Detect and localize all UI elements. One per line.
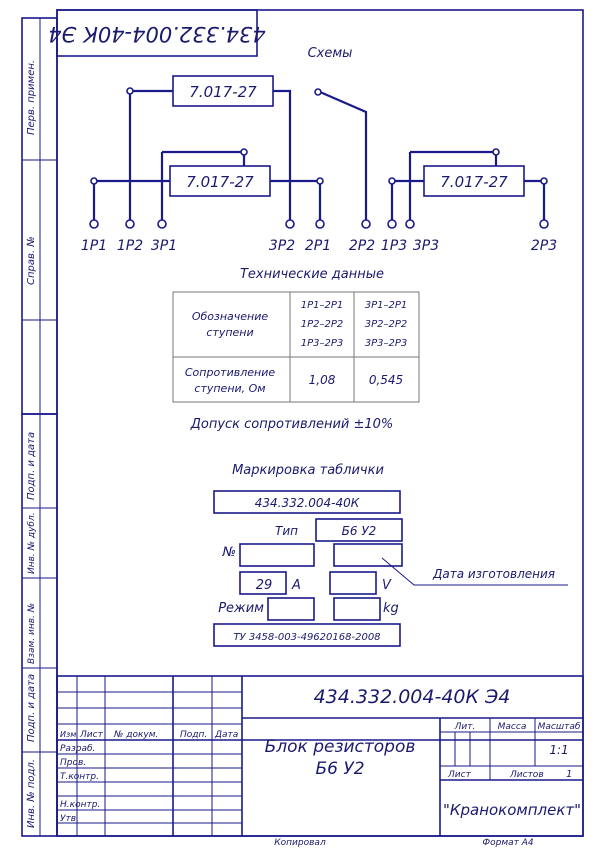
tolerance-note: Допуск сопротивлений ±10% bbox=[190, 417, 394, 432]
terminal-label: 2Р2 bbox=[349, 238, 375, 254]
tech-data: Технические данные Обозначение ступени 1… bbox=[172, 267, 420, 432]
tb-company: "Кранокомплект" bbox=[443, 801, 581, 819]
tech-cell: 1Р1–2Р1 bbox=[301, 300, 344, 311]
plate-type-box bbox=[315, 518, 403, 542]
plate-mode-box bbox=[267, 597, 315, 621]
side-label-sign-date-1: Подп. и дата bbox=[26, 432, 37, 500]
side-label-reference: Справ. № bbox=[26, 236, 37, 285]
terminal-3p3 bbox=[405, 219, 415, 229]
tech-value-1: 1,08 bbox=[309, 373, 336, 387]
terminal-label: 3Р2 bbox=[269, 238, 295, 254]
terminal-1p2 bbox=[125, 219, 135, 229]
title-block: Изм Лист № докум. Подп. Дата Разраб. Про… bbox=[56, 675, 584, 848]
tb-name-1: Блок резисторов bbox=[265, 737, 416, 757]
tb-hdr: № докум. bbox=[113, 730, 158, 740]
plate-voltage-box bbox=[329, 571, 377, 595]
tech-cell: 3Р3–2Р3 bbox=[365, 338, 408, 349]
tech-res-label-1: Сопротивление bbox=[185, 366, 275, 379]
plate-current-unit: А bbox=[291, 578, 301, 593]
terminal-label: 1Р2 bbox=[117, 238, 143, 254]
tech-value-2: 0,545 bbox=[369, 373, 403, 387]
plate-date-label: Дата изготовления bbox=[432, 567, 555, 581]
plate-tu: ТУ 3458-003-49620168-2008 bbox=[233, 632, 380, 643]
plate-number-box bbox=[239, 543, 315, 567]
tech-title: Технические данные bbox=[240, 267, 384, 282]
terminal-label: 2Р1 bbox=[305, 238, 331, 254]
tech-cell: 3Р2–2Р2 bbox=[365, 319, 408, 330]
terminal-label: 1Р1 bbox=[81, 238, 107, 254]
tb-sheets: Листов bbox=[509, 770, 544, 780]
tb-format: Формат А4 bbox=[482, 838, 534, 848]
plate-code-box bbox=[213, 490, 401, 514]
tb-scale-value: 1:1 bbox=[549, 743, 568, 757]
terminal-label: 3Р3 bbox=[413, 238, 439, 254]
leader-line bbox=[381, 557, 568, 586]
side-label-sign-date-2: Подп. и дата bbox=[26, 674, 37, 742]
tb-sheets-value: 1 bbox=[566, 769, 572, 780]
scheme: Схемы 7.017-27 7.017-27 7.017-27 bbox=[81, 46, 557, 254]
terminal-1p3 bbox=[387, 219, 397, 229]
plate-date-box bbox=[333, 543, 403, 567]
tb-name-2: Б6 У2 bbox=[315, 759, 364, 779]
terminal-label: 2Р3 bbox=[531, 238, 557, 254]
side-label-replace-inv: Взам. инв. № bbox=[27, 603, 37, 664]
tb-mass: Масса bbox=[498, 722, 527, 732]
terminal-2p1 bbox=[315, 219, 325, 229]
plate-code: 434.332.004-40К bbox=[255, 496, 360, 510]
plate-current-box bbox=[239, 571, 287, 595]
plate-mode-label: Режим bbox=[218, 601, 264, 616]
tb-role: Утв. bbox=[60, 814, 79, 824]
tech-cell: 1Р3–2Р3 bbox=[301, 338, 344, 349]
terminal-3p2 bbox=[285, 219, 295, 229]
terminal-3p1 bbox=[157, 219, 167, 229]
tb-role: Н.контр. bbox=[60, 800, 100, 810]
tb-role: Пров. bbox=[60, 758, 86, 768]
plate-mass-box bbox=[333, 597, 381, 621]
tb-hdr: Подп. bbox=[180, 730, 207, 740]
plate-type-value: Б6 У2 bbox=[342, 524, 377, 538]
side-label-orig-inv: Инв. № подл. bbox=[26, 759, 37, 828]
plate-tu-box bbox=[213, 623, 401, 647]
tb-hdr: Дата bbox=[214, 730, 238, 740]
left-strip: Перв. примен. Справ. № Подп. и дата Инв.… bbox=[21, 17, 58, 837]
top-stamp: 434.332.004-40К Э4 bbox=[48, 9, 266, 57]
plate-mass-unit: kg bbox=[383, 601, 399, 616]
tb-lit: Лит. bbox=[454, 722, 476, 732]
resistor-label-3: 7.017-27 bbox=[440, 173, 508, 191]
plate-voltage-unit: V bbox=[382, 578, 392, 593]
tech-res-label-2: ступени, Ом bbox=[194, 382, 265, 395]
tb-hdr: Лист bbox=[79, 730, 104, 740]
tb-sheet: Лист bbox=[447, 770, 472, 780]
tb-copied: Копировал bbox=[274, 838, 326, 848]
side-label-dup-inv: Инв. № дубл. bbox=[27, 512, 37, 574]
plate-title: Маркировка таблички bbox=[232, 463, 384, 478]
tb-designation: 434.332.004-40К Э4 bbox=[314, 686, 511, 708]
terminal-1p1 bbox=[89, 219, 99, 229]
plate-current-value: 29 bbox=[256, 578, 273, 593]
terminal-2p3 bbox=[539, 219, 549, 229]
tech-cell: 3Р1–2Р1 bbox=[365, 300, 408, 311]
resistor-label-2: 7.017-27 bbox=[186, 173, 254, 191]
plate-number-label: № bbox=[221, 545, 236, 560]
tech-table bbox=[172, 291, 420, 403]
terminal-label: 1Р3 bbox=[381, 238, 407, 254]
tb-role: Т.контр. bbox=[60, 772, 99, 782]
terminal-label: 3Р1 bbox=[151, 238, 177, 254]
scheme-title: Схемы bbox=[308, 46, 353, 61]
side-label-first-use: Перв. примен. bbox=[26, 60, 37, 135]
terminal-2p2 bbox=[361, 219, 371, 229]
top-stamp-text: 434.332.004-40К Э4 bbox=[48, 22, 266, 46]
tb-hdr: Изм bbox=[60, 730, 76, 739]
tech-header-label-1: Обозначение bbox=[192, 310, 269, 323]
resistor-label-1: 7.017-27 bbox=[189, 83, 257, 101]
tb-role: Разраб. bbox=[60, 744, 95, 754]
tb-scale: Масштаб bbox=[538, 722, 581, 732]
plate-type-label: Тип bbox=[275, 524, 298, 538]
plate-marking: Маркировка таблички 434.332.004-40К Тип … bbox=[213, 463, 568, 647]
tech-cell: 1Р2–2Р2 bbox=[301, 319, 344, 330]
tech-header-label-2: ступени bbox=[206, 326, 253, 339]
